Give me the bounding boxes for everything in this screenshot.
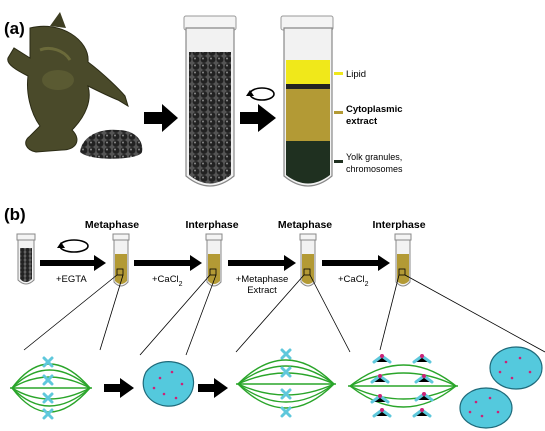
lipid-layer	[286, 60, 330, 84]
cytoplasmic-swatch	[334, 111, 343, 114]
lipid-label: Lipid	[346, 69, 366, 80]
step-label-2: +CaCl2	[152, 274, 183, 288]
arrow-to-spindle-2	[198, 378, 228, 398]
kinetochores	[378, 354, 426, 412]
centrifuge-rotation-icon-b	[57, 239, 89, 253]
step-label-1: +EGTA	[56, 274, 87, 285]
panel-a-label: (a)	[4, 19, 25, 38]
metaphase-spindle-1	[10, 363, 92, 413]
step-label-4: +CaCl2	[338, 274, 369, 288]
stage-label-3: Metaphase	[278, 219, 332, 231]
arrow-to-nucleus	[104, 378, 134, 398]
chromosomes-2	[280, 348, 292, 418]
zoom-lines	[23, 274, 545, 356]
centrifuged-tube	[280, 15, 334, 187]
extract-tube-4	[394, 233, 412, 287]
stage-label-4: Interphase	[372, 219, 425, 231]
arrow-step-4	[322, 255, 390, 271]
yolk-label: Yolk granules,chromosomes	[346, 152, 403, 174]
panel-b-label: (b)	[4, 205, 26, 224]
arrow-to-centrifuged-tube	[240, 104, 276, 132]
arrow-step-3	[228, 255, 296, 271]
interphase-nucleus-3	[459, 387, 513, 429]
anaphase-spindle	[348, 364, 458, 408]
stage-label-2: Interphase	[185, 219, 238, 231]
frog-illustration	[7, 12, 129, 153]
yolk-layer	[286, 141, 330, 184]
chromosomes-1	[42, 356, 54, 420]
interphase-nucleus-1	[142, 361, 195, 407]
arrow-to-tube	[144, 104, 178, 132]
extract-tube-1	[112, 233, 130, 287]
centrifuge-rotation-icon	[246, 87, 275, 101]
egg-tube	[183, 15, 237, 187]
interphase-nucleus-2	[489, 346, 543, 390]
extract-tube-2	[205, 233, 223, 287]
arrow-step-1	[40, 255, 106, 271]
metaphase-spindle-2	[236, 359, 336, 409]
cytoplasmic-layer	[286, 89, 330, 141]
stage-label-1: Metaphase	[85, 219, 139, 231]
egg-pile	[80, 129, 143, 159]
lipid-swatch	[334, 72, 343, 75]
yolk-swatch	[334, 160, 343, 163]
small-egg-tube	[16, 233, 36, 285]
arrow-step-2	[134, 255, 202, 271]
extract-tube-3	[299, 233, 317, 287]
